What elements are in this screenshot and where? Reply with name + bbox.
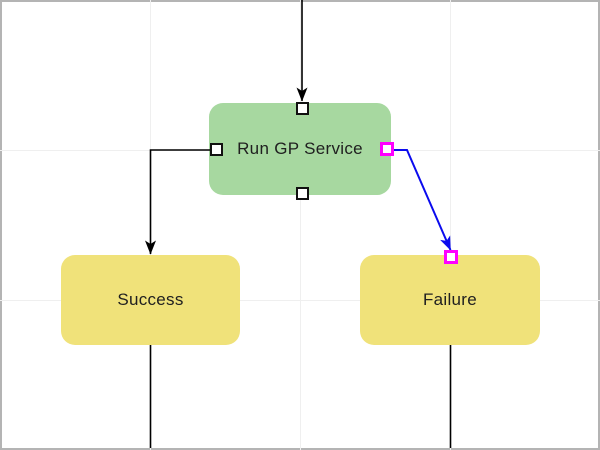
gridline-horizontal [0, 300, 600, 301]
connection-handle-run-bottom[interactable] [296, 187, 309, 200]
connector-run-to-failure-selected[interactable] [391, 149, 452, 251]
connection-handle-run-top[interactable] [296, 102, 309, 115]
gridline-vertical [300, 0, 301, 450]
node-failure[interactable]: Failure [360, 255, 540, 345]
gridline-vertical [450, 0, 451, 450]
node-run-gp-service[interactable]: Run GP Service [209, 103, 391, 195]
node-failure-label: Failure [422, 290, 478, 309]
node-run-gp-service-label: Run GP Service [237, 139, 363, 158]
node-success-label: Success [117, 290, 184, 309]
connection-handle-run-left[interactable] [210, 143, 223, 156]
connection-handle-run-right-selected[interactable] [380, 142, 394, 156]
connector-run-to-success[interactable] [145, 149, 211, 255]
node-success[interactable]: Success [61, 255, 240, 345]
connection-handle-failure-top-selected[interactable] [444, 250, 458, 264]
